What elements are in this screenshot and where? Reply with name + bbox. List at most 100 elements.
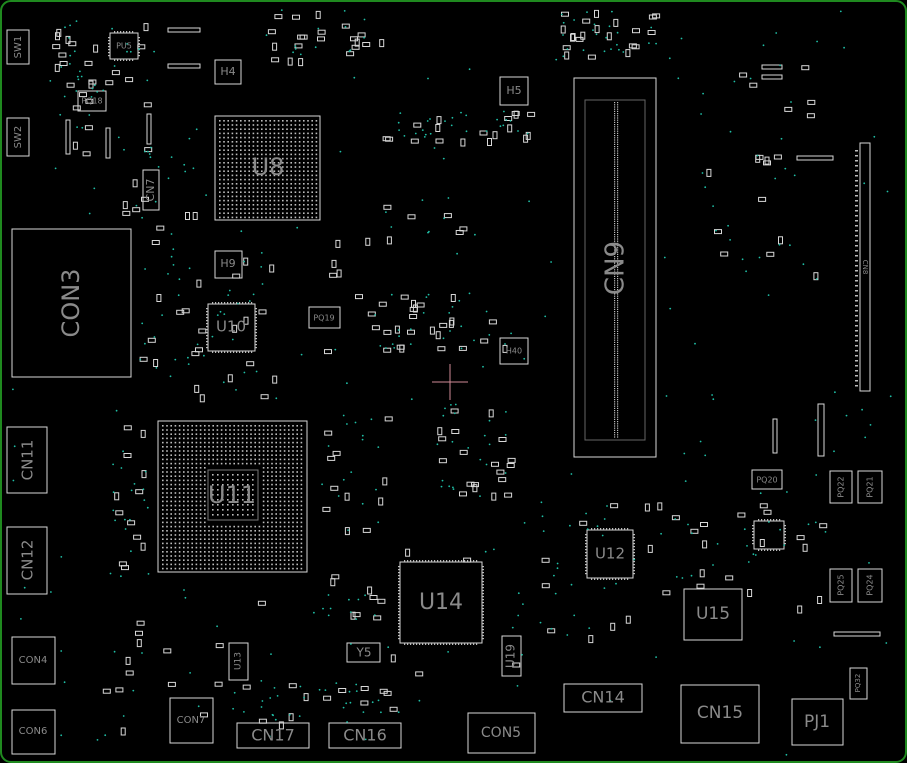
bga-pad (265, 120, 267, 122)
bga-pad (258, 542, 261, 545)
passive-component (271, 57, 280, 63)
via (684, 480, 687, 482)
passive-component (725, 575, 734, 581)
bga-pad (261, 120, 263, 122)
via (503, 110, 505, 113)
via (699, 440, 702, 443)
via (485, 310, 488, 313)
via (665, 395, 668, 397)
connector-pin (855, 175, 858, 177)
ic-pin (773, 549, 775, 551)
bga-pad (199, 488, 202, 490)
ic-pin (428, 643, 430, 645)
bga-pad (166, 534, 168, 536)
bga-pad (283, 517, 286, 519)
passive-component (570, 33, 575, 42)
via (75, 90, 78, 92)
bga-pad (271, 500, 273, 503)
bga-pad (212, 484, 214, 486)
bga-pad (271, 546, 273, 549)
connector-pin (617, 117, 619, 119)
via (355, 618, 358, 620)
bga-pad (275, 446, 277, 448)
bga-pad (195, 450, 198, 452)
bga-pad (296, 441, 298, 444)
bga-pad (279, 433, 282, 435)
connector-pin (617, 418, 619, 420)
ic-pin (482, 566, 484, 568)
passive-component (632, 28, 640, 34)
label-u14: U14 (419, 590, 463, 615)
via (436, 443, 439, 446)
via (148, 153, 151, 155)
bga-pad (288, 479, 290, 482)
bga-pad (258, 433, 261, 435)
ic-pin (633, 558, 635, 560)
passive-component (450, 294, 456, 302)
bga-pad (265, 128, 267, 130)
label-u13: U13 (234, 652, 244, 670)
bga-pad (219, 195, 221, 198)
passive-component (699, 569, 705, 578)
bga-pad (178, 504, 181, 507)
bga-pad (219, 153, 221, 156)
bga-pad (178, 467, 181, 469)
connector-pin (855, 255, 858, 257)
bga-pad (248, 174, 250, 177)
bga-pad (233, 563, 235, 566)
passive-component (802, 543, 808, 552)
bga-pad (222, 504, 224, 506)
via (440, 485, 443, 488)
ic-pin (398, 620, 400, 622)
connector-pin (617, 407, 619, 409)
via (172, 264, 175, 266)
via (346, 721, 348, 723)
bga-pad (262, 433, 265, 435)
bga-pad (170, 441, 172, 444)
connector-pin (614, 282, 616, 284)
bga-pad (250, 454, 252, 456)
label-cn8: CN8 (861, 260, 869, 275)
bga-pad (275, 479, 277, 482)
passive-component (472, 484, 478, 493)
bga-pad (250, 425, 252, 427)
bga-pad (298, 216, 301, 219)
bga-pad (261, 195, 263, 198)
passive-component (594, 25, 600, 34)
bga-pad (275, 437, 277, 440)
via (397, 121, 400, 124)
bga-pad (292, 546, 294, 549)
bga-pad (204, 450, 206, 452)
passive-component (355, 294, 363, 300)
ic-pin (425, 643, 427, 645)
bga-pad (269, 178, 271, 181)
via (863, 182, 866, 185)
bga-pad (256, 191, 259, 193)
bga-pad (248, 208, 250, 210)
bga-pad (282, 132, 284, 135)
bga-pad (246, 538, 248, 540)
bga-pad (237, 458, 240, 461)
connector-pin (617, 324, 619, 326)
ic-pin (132, 59, 134, 61)
bga-pad (174, 454, 177, 456)
bga-pad (232, 494, 234, 496)
connector-pin (855, 320, 858, 322)
bga-pad (195, 425, 198, 427)
bga-pad (187, 475, 189, 477)
ic-pin (464, 560, 466, 562)
via (265, 34, 268, 37)
bga-pad (232, 504, 234, 506)
bga-pad (277, 124, 280, 126)
bga-pad (235, 178, 238, 181)
bga-pad (279, 521, 282, 524)
via (371, 701, 374, 704)
bga-pad (271, 525, 273, 528)
bga-pad (275, 458, 277, 461)
bga-pad (294, 132, 297, 135)
bga-pad (246, 458, 248, 461)
connector-pin (617, 374, 619, 376)
ic-pin (108, 46, 110, 48)
passive-component (491, 461, 499, 467)
ic-pin (242, 302, 244, 304)
